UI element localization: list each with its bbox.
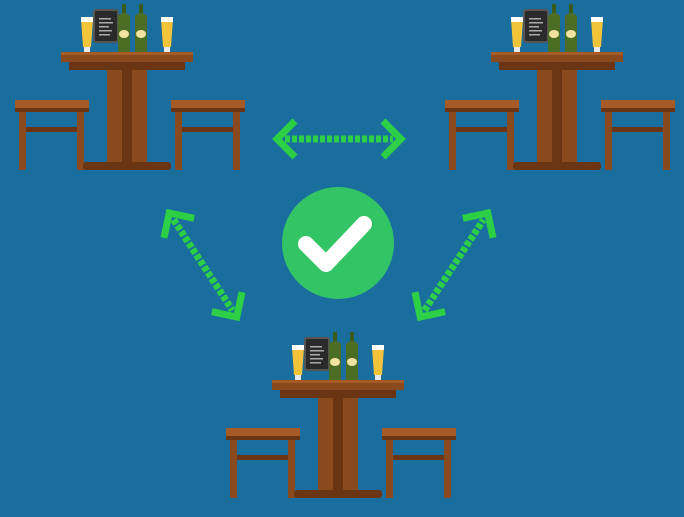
double-arrow-horizontal-icon	[277, 121, 401, 157]
table-top-right	[445, 4, 675, 170]
table-bottom	[226, 332, 456, 498]
double-arrow-right-diagonal-icon	[405, 203, 503, 327]
table-top-left	[15, 4, 245, 170]
double-arrow-left-diagonal-icon	[154, 203, 252, 327]
check-icon	[282, 187, 394, 299]
